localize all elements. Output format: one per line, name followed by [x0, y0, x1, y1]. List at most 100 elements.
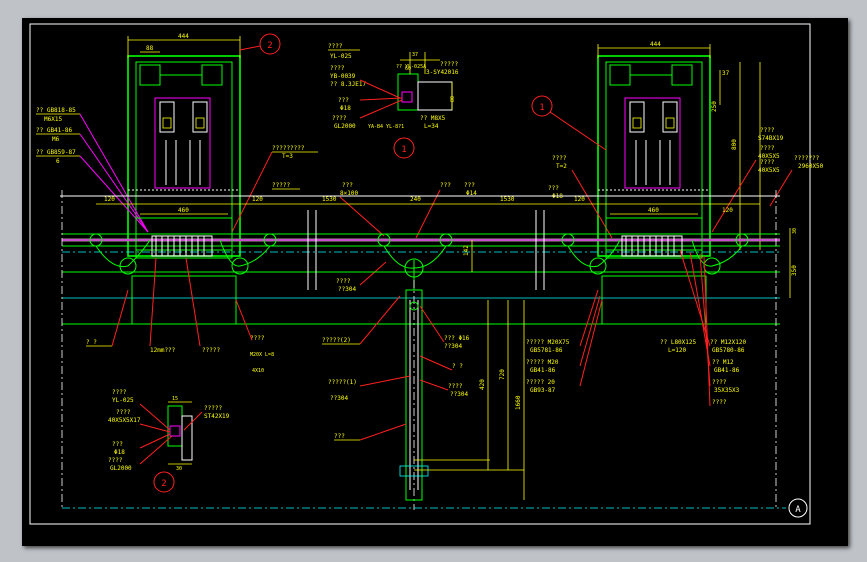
svg-text:?? M8X5: ?? M8X5	[420, 115, 446, 122]
svg-text:??304: ??304	[450, 391, 468, 398]
svg-text:GL2000: GL2000	[334, 123, 356, 130]
svg-text:30: 30	[176, 466, 182, 472]
svg-text:Φ14: Φ14	[466, 190, 477, 197]
svg-text:YB-0039: YB-0039	[330, 73, 356, 80]
svg-text:??304: ??304	[444, 343, 462, 350]
svg-text:?????: ?????	[204, 405, 222, 412]
svg-text:Φ18: Φ18	[340, 105, 351, 112]
svg-text:?? M12X120: ?? M12X120	[710, 339, 747, 346]
dim-800: 800	[731, 139, 738, 150]
svg-text:1530: 1530	[500, 196, 515, 203]
section-marker-top-left	[259, 33, 281, 55]
svg-text:???: ???	[548, 185, 559, 192]
svg-text:??304: ??304	[338, 286, 356, 293]
svg-text:?? M12: ?? M12	[712, 359, 734, 366]
right-box-outer	[597, 55, 711, 257]
svg-text:240: 240	[410, 196, 421, 203]
svg-text:?? GB859-87: ?? GB859-87	[36, 149, 76, 156]
svg-text:L=34: L=34	[424, 123, 439, 130]
svg-text:???: ???	[112, 441, 123, 448]
svg-text:?????: ?????	[202, 347, 220, 354]
svg-text:6: 6	[56, 158, 60, 165]
svg-text:????: ????	[712, 399, 727, 406]
svg-text:GB5781-86: GB5781-86	[530, 347, 563, 354]
svg-text:15: 15	[172, 396, 178, 402]
section-marker-top-center	[393, 137, 415, 159]
dim-444-left: 444	[178, 33, 189, 40]
svg-text:???: ???	[334, 433, 345, 440]
axis-marker-a-label: A	[795, 505, 801, 515]
svg-text:L=120: L=120	[668, 347, 686, 354]
svg-text:60: 60	[405, 66, 411, 72]
right-inner-profile	[624, 97, 681, 189]
bottom-center-callouts: ??? Φ16 ??304 ? ? ???? ??304	[419, 305, 470, 398]
svg-text:???????: ???????	[794, 155, 820, 162]
svg-text:720: 720	[499, 369, 506, 380]
svg-text:M20X L=8: M20X L=8	[250, 352, 274, 358]
top-center-detail: 37 60 80 ???? YL-025 ???? YB-0039 ?? 8.3…	[328, 43, 459, 130]
svg-text:?????(1): ?????(1)	[328, 379, 357, 386]
svg-text:120: 120	[574, 196, 585, 203]
svg-text:GL2000: GL2000	[110, 465, 132, 472]
svg-text:????: ????	[108, 457, 123, 464]
left-clip-a	[139, 64, 161, 86]
drawing-border	[29, 23, 811, 525]
svg-text:???: ???	[464, 182, 475, 189]
svg-text:8×100: 8×100	[340, 190, 358, 197]
svg-text:GB93-87: GB93-87	[530, 387, 556, 394]
svg-text:35X35X3: 35X35X3	[714, 387, 740, 394]
svg-text:120: 120	[252, 196, 263, 203]
left-clip-b	[201, 64, 223, 86]
left-top-dimensions: 444 88	[127, 33, 241, 58]
bottom-left-callouts: ? ? 12mm??? ????? ???? M20X L=8 4X10 ???…	[86, 257, 411, 441]
axis-marker-a	[788, 498, 808, 518]
dim-444-right: 444	[650, 41, 661, 48]
mid-upper-callouts: ????????? T=3 ????? ??? 8×100 ??? ??? Φ1…	[231, 145, 477, 293]
svg-text:???: ???	[342, 182, 353, 189]
svg-text:????: ????	[328, 43, 343, 50]
svg-text:???: ???	[440, 182, 451, 189]
svg-text:?? YL-025A: ?? YL-025A	[396, 64, 426, 70]
svg-text:80: 80	[450, 96, 456, 102]
svg-text:S74BX19: S74BX19	[758, 135, 784, 142]
svg-text:40X5X5: 40X5X5	[758, 153, 780, 160]
dim-37: 37	[722, 70, 730, 77]
svg-text:GB5780-86: GB5780-86	[712, 347, 745, 354]
svg-text:M6X15: M6X15	[44, 116, 62, 123]
left-box-inner	[135, 61, 233, 251]
svg-text:????: ????	[250, 335, 265, 342]
svg-text:????? 20: ????? 20	[526, 379, 555, 386]
svg-text:YL-025: YL-025	[330, 53, 352, 60]
svg-text:40X5X5: 40X5X5	[758, 167, 780, 174]
section-marker-top-right-label: 1	[539, 103, 544, 113]
dim-88: 88	[146, 45, 154, 52]
transom-section: 120 120 1530 240 1530 120 120 460 460	[60, 195, 798, 325]
svg-text:????: ????	[332, 115, 347, 122]
svg-text:420: 420	[479, 379, 486, 390]
section-marker-top-left-label: 2	[267, 41, 272, 51]
section-marker-top-right	[531, 95, 553, 117]
svg-text:T=2: T=2	[556, 163, 567, 170]
svg-text:T=3: T=3	[282, 153, 293, 160]
svg-text:? ?: ? ?	[452, 363, 463, 370]
right-mullion-assembly	[597, 55, 711, 257]
svg-text:GB41-86: GB41-86	[714, 367, 740, 374]
svg-text:????? M20: ????? M20	[526, 359, 559, 366]
svg-text:37: 37	[412, 52, 418, 58]
right-callouts: ???? T=2 ??? Φ18 ???? S74BX19 ???? 40X5X…	[548, 127, 824, 239]
section-marker-bottom-left-label: 2	[161, 479, 166, 489]
svg-text:Φ18: Φ18	[114, 449, 125, 456]
svg-text:YA-B4 YL-8?1: YA-B4 YL-8?1	[368, 124, 404, 130]
svg-text:?? 8.3JE17: ?? 8.3JE17	[330, 81, 367, 88]
svg-text:???: ???	[338, 97, 349, 104]
svg-text:?? L80X125: ?? L80X125	[660, 339, 697, 346]
spider-fittings	[89, 233, 749, 290]
svg-text:?????: ?????	[272, 182, 290, 189]
svg-text:460: 460	[648, 207, 659, 214]
svg-text:ST42X19: ST42X19	[204, 413, 230, 420]
svg-text:142: 142	[463, 245, 470, 256]
right-top-dimensions: 444 37 250 800	[597, 41, 761, 250]
svg-text:?????????: ?????????	[272, 145, 305, 152]
svg-text:12mm???: 12mm???	[150, 347, 176, 354]
